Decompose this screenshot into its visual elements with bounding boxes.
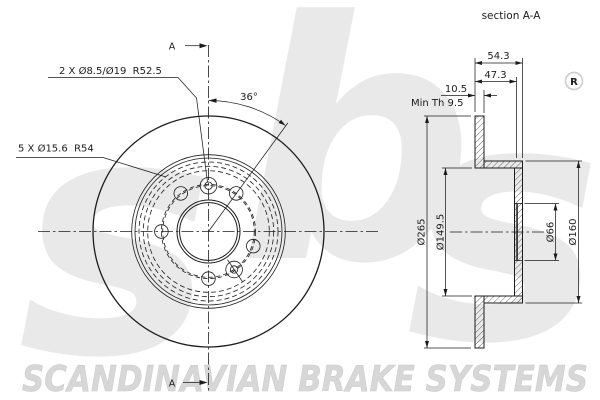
friction-ring-lower (474, 295, 485, 349)
svg-text:R: R (570, 77, 578, 88)
dim-disc-thickness: 10.5 (441, 84, 497, 113)
sbs-logo-watermark: s b s R SCANDINAVIAN BRAKE SYSTEMS (18, 0, 600, 400)
logo-letter-s1: s (18, 46, 214, 400)
dim-outer-diameter: Ø265 (416, 115, 471, 349)
center-bore (179, 202, 238, 261)
dim-bore-diameter-value: Ø66 (545, 222, 557, 243)
section-view: 54.3 47.3 10.5 Min Th 9.5 Ø26 (411, 51, 582, 349)
bore-chamfer (176, 199, 241, 264)
hat-edge-inner (134, 157, 283, 306)
angle-value: 36° (240, 92, 258, 103)
pin-holes-callout: 2 X Ø8.5/Ø19 R52.5 (48, 65, 208, 183)
banner-watermark-text: SCANDINAVIAN BRAKE SYSTEMS (22, 359, 588, 400)
stud-holes (154, 186, 261, 286)
stud-bolt-circle (160, 183, 256, 279)
hidden-ring-2 (142, 165, 275, 298)
hat-flange-lower (483, 295, 523, 304)
stud-holes-label: 5 X Ø15.6 R54 (18, 143, 94, 155)
cut-letter-bottom: A (169, 379, 176, 390)
dim-bore-diameter: Ø66 (524, 203, 559, 261)
hidden-ring-3 (147, 170, 270, 293)
logo-letter-s2: s (406, 32, 600, 400)
hidden-ring-1 (138, 161, 279, 302)
angle-dimension: 36° (208, 92, 289, 232)
cut-surfaces (474, 115, 523, 349)
dim-inner-width: 47.3 (475, 70, 517, 158)
stud-holes-callout: 5 X Ø15.6 R54 (16, 143, 167, 178)
pin-bolt-circle (162, 185, 255, 278)
dim-hat-inner-diameter: Ø149.5 (435, 167, 472, 297)
pin-holes (199, 176, 243, 282)
registered-trademark-icon: R (564, 71, 584, 91)
logo-letter-b: b (238, 0, 474, 336)
dim-overall-width: 54.3 (474, 51, 523, 158)
disc-outer-edge (92, 115, 325, 348)
hat-wall (514, 167, 523, 297)
pin-hole-radial-mark (227, 259, 243, 282)
dim-hat-outer-diameter-value: Ø160 (567, 219, 579, 246)
dim-inner-width-value: 47.3 (484, 70, 506, 81)
section-title: section A-A (482, 10, 542, 22)
dim-hat-outer-diameter: Ø160 (525, 160, 582, 304)
friction-ring-upper (474, 115, 485, 169)
dim-overall-width-value: 54.3 (487, 51, 509, 62)
front-view: 36° 2 X Ø8.5/Ø19 R52.5 5 X Ø15.6 R54 A A (16, 42, 378, 391)
cut-marker-top: A (169, 42, 208, 53)
hat-edge-outer (131, 154, 286, 309)
hat-flange-upper (483, 160, 523, 169)
dim-disc-thickness-value: 10.5 (445, 84, 467, 95)
pin-holes-label: 2 X Ø8.5/Ø19 R52.5 (59, 65, 162, 77)
dim-hat-inner-diameter-value: Ø149.5 (435, 214, 447, 251)
angle-radial-line (208, 122, 289, 232)
cut-letter-top: A (169, 42, 176, 53)
min-thickness-note: Min Th 9.5 (411, 98, 463, 109)
dim-outer-diameter-value: Ø265 (416, 219, 428, 246)
cut-marker-bottom: A (169, 379, 208, 390)
